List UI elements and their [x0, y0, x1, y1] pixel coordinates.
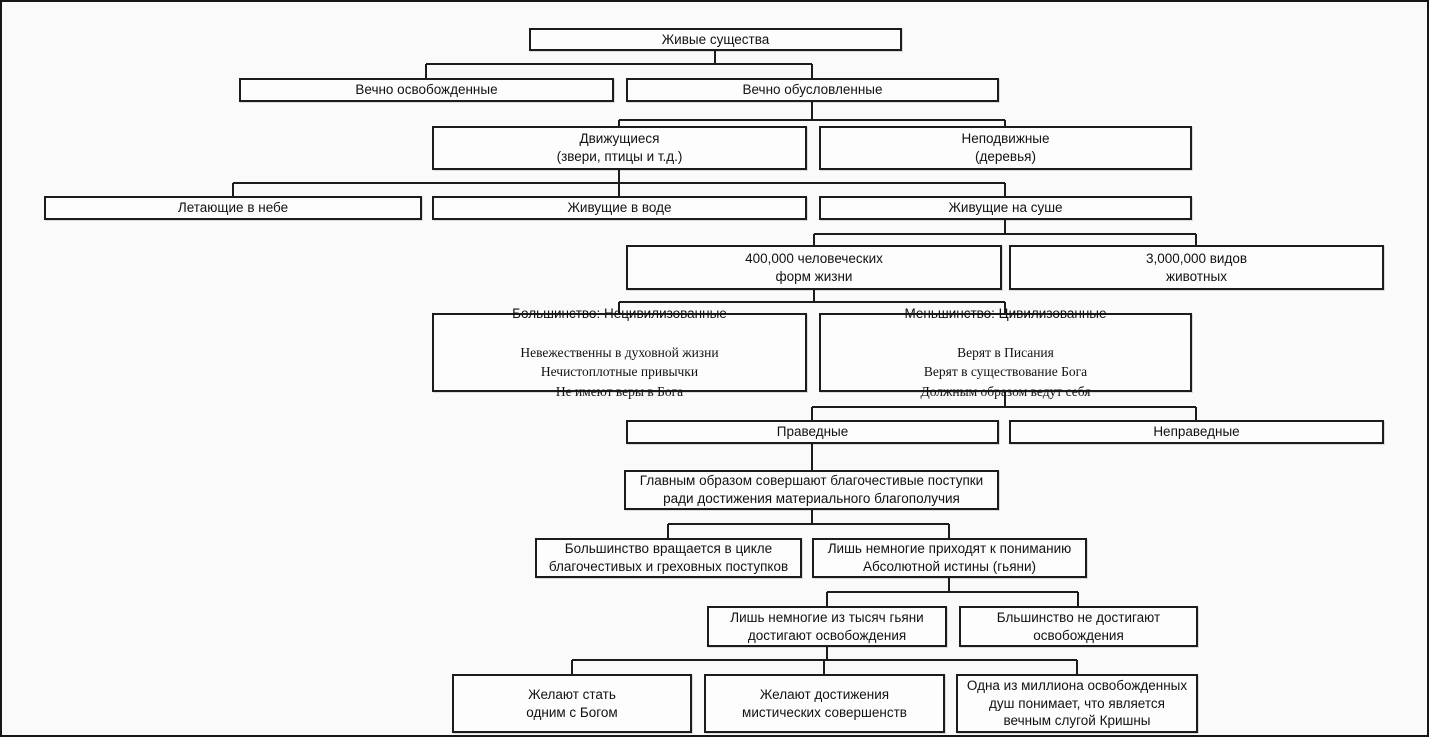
- connector-human-forms-children: [618, 290, 1006, 313]
- node-pious: Праведные: [626, 420, 999, 444]
- connector-living-beings-children: [425, 51, 813, 78]
- node-few-jnani-liberated-label: Лишь немногие из тысяч гьяни достигают о…: [730, 609, 924, 643]
- node-desire-mystic-perfections-label: Желают достижения мистических совершенст…: [742, 686, 907, 720]
- node-desire-oneness: Желают стать одним с Богом: [452, 674, 692, 733]
- node-animal-species-label: 3,000,000 видов животных: [1145, 250, 1248, 284]
- connector-jnani-children: [826, 578, 1079, 606]
- node-pious-activities-label: Главным образом совершают благочестивые …: [639, 473, 984, 506]
- node-nonmoving-label: Неподвижные (деревья): [961, 131, 1050, 164]
- node-impious-label: Неправедные: [1153, 424, 1240, 440]
- node-uncivilized-majority-body: Невежественны в духовной жизни Нечистопл…: [520, 344, 719, 399]
- node-human-forms-label: 400,000 человеческих форм жизни: [745, 250, 883, 284]
- node-eternally-conditioned-label: Вечно обусловленные: [742, 82, 883, 98]
- node-civilized-minority: Меньшинство: Цивилизованные Верят в Писа…: [819, 306, 1192, 399]
- node-flying-in-sky: Летающие в небе: [44, 196, 422, 220]
- node-pious-label: Праведные: [776, 424, 849, 440]
- node-uncivilized-majority-text: Большинство: Нецивилизованные Невежестве…: [512, 284, 727, 421]
- node-living-in-water: Живущие в воде: [432, 196, 807, 220]
- connector-on-land-children: [813, 220, 1197, 245]
- connector-civilized-children: [811, 392, 1197, 420]
- node-nonmoving: Неподвижные (деревья): [819, 126, 1192, 170]
- node-human-forms: 400,000 человеческих форм жизни: [626, 245, 1002, 290]
- node-moving: Движущиеся (звери, птицы и т.д.): [432, 126, 807, 170]
- node-jnani-few-label: Лишь немногие приходят к пониманию Абсол…: [827, 541, 1072, 574]
- node-civilized-minority-title: Меньшинство: Цивилизованные: [904, 305, 1107, 321]
- node-impious: Неправедные: [1009, 420, 1384, 444]
- node-animal-species: 3,000,000 видов животных: [1009, 245, 1384, 290]
- node-eternally-conditioned: Вечно обусловленные: [626, 78, 999, 102]
- node-pious-activities: Главным образом совершают благочестивые …: [624, 470, 999, 510]
- node-eternally-liberated-label: Вечно освобожденные: [355, 82, 498, 98]
- node-civilized-minority-text: Меньшинство: Цивилизованные Верят в Писа…: [904, 284, 1106, 421]
- node-cycle-majority: Большинство вращается в цикле благочести…: [535, 538, 802, 578]
- node-living-on-land: Живущие на суше: [819, 196, 1192, 220]
- connector-pious-activities-children: [667, 510, 950, 538]
- node-krishna-servant-label: Одна из миллиона освобожденных душ поним…: [966, 678, 1188, 729]
- node-uncivilized-majority-title: Большинство: Нецивилизованные: [512, 305, 727, 321]
- node-cycle-majority-label: Большинство вращается в цикле благочести…: [548, 541, 789, 574]
- node-majority-not-liberated-label: Бльшинство не достигают освобождения: [996, 609, 1161, 643]
- node-jnani-few: Лишь немногие приходят к пониманию Абсол…: [812, 538, 1087, 578]
- connector-moving-children: [232, 170, 1006, 196]
- node-desire-oneness-label: Желают стать одним с Богом: [526, 686, 618, 720]
- node-uncivilized-majority: Большинство: Нецивилизованные Невежестве…: [432, 306, 807, 399]
- node-desire-mystic-perfections: Желают достижения мистических совершенст…: [704, 674, 945, 733]
- node-living-in-water-label: Живущие в воде: [567, 200, 672, 216]
- connector-few-jnani-children: [571, 647, 1078, 674]
- node-eternally-liberated: Вечно освобожденные: [239, 78, 614, 102]
- node-majority-not-liberated: Бльшинство не достигают освобождения: [959, 606, 1198, 647]
- node-moving-label: Движущиеся (звери, птицы и т.д.): [556, 131, 683, 164]
- node-krishna-servant: Одна из миллиона освобожденных душ поним…: [956, 674, 1198, 733]
- node-living-beings-label: Живые существа: [661, 31, 770, 47]
- node-flying-in-sky-label: Летающие в небе: [177, 200, 289, 216]
- node-living-beings: Живые существа: [529, 28, 902, 51]
- node-living-on-land-label: Живущие на суше: [948, 200, 1063, 216]
- node-civilized-minority-body: Верят в Писания Верят в существование Бо…: [920, 344, 1091, 399]
- node-few-jnani-liberated: Лишь немногие из тысяч гьяни достигают о…: [707, 606, 947, 647]
- connector-conditioned-children: [618, 102, 1006, 126]
